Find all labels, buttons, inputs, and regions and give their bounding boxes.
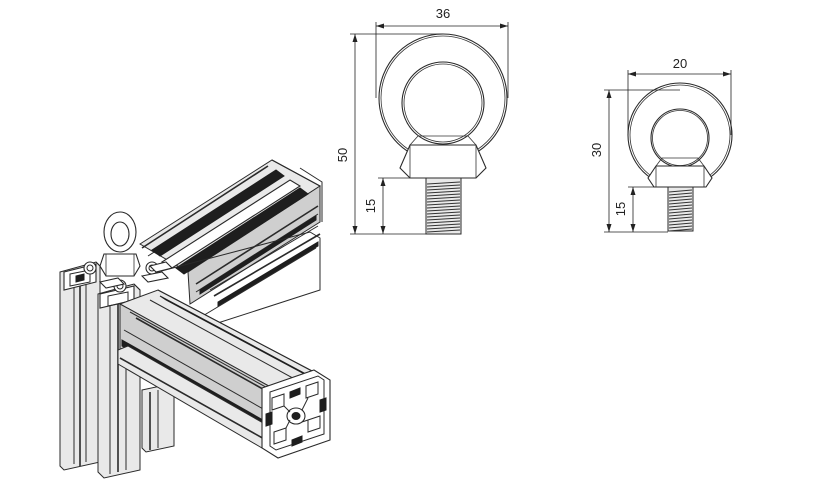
small-thread-label: 15 <box>613 202 628 216</box>
large-eyebolt-drawing: 36 50 15 <box>335 6 509 235</box>
thread-line <box>426 190 461 194</box>
thread-line <box>668 192 693 196</box>
thread-line <box>426 202 461 206</box>
thread-line <box>426 226 461 230</box>
thread-line <box>668 213 693 217</box>
thread-line <box>426 229 461 233</box>
thread-line <box>426 208 461 212</box>
large-eye-inner-hole <box>401 61 485 145</box>
large-thread-label: 15 <box>363 199 378 213</box>
thread-line <box>668 210 693 214</box>
thread-line <box>426 217 461 221</box>
thread-line <box>426 205 461 209</box>
large-width-label: 36 <box>436 6 450 21</box>
large-height-label: 50 <box>335 148 350 162</box>
thread-line <box>668 228 693 232</box>
thread-line <box>668 225 693 229</box>
thread-line <box>426 193 461 197</box>
small-height-label: 30 <box>589 143 604 157</box>
thread-line <box>668 189 693 193</box>
profile-assembly-illustration <box>59 159 331 479</box>
profile-vertical-post <box>59 261 101 471</box>
profile-middle-diagonal <box>149 225 321 331</box>
thread-line <box>668 219 693 223</box>
thread-line <box>668 222 693 226</box>
thread-line <box>668 201 693 205</box>
thread-line <box>426 187 461 191</box>
small-width-label: 20 <box>673 56 687 71</box>
thread-line <box>668 204 693 208</box>
thread-line <box>426 181 461 185</box>
small-collar <box>647 165 713 188</box>
small-eyebolt-drawing: 20 30 15 <box>589 56 733 233</box>
thread-line <box>426 211 461 215</box>
profile-upper-diagonal <box>139 159 323 305</box>
thread-line <box>426 220 461 224</box>
thread-line <box>426 184 461 188</box>
thread-line <box>668 207 693 211</box>
thread-line <box>426 214 461 218</box>
thread-line <box>668 198 693 202</box>
corner-end-caps <box>98 261 174 289</box>
assembly-eyebolt <box>83 211 159 293</box>
large-thread-lines <box>426 181 461 233</box>
thread-line <box>426 199 461 203</box>
thread-line <box>668 216 693 220</box>
small-thread-lines <box>668 189 693 232</box>
profile-end-face <box>261 369 331 459</box>
thread-line <box>426 196 461 200</box>
large-collar <box>399 144 487 179</box>
thread-line <box>426 223 461 227</box>
thread-line <box>668 195 693 199</box>
